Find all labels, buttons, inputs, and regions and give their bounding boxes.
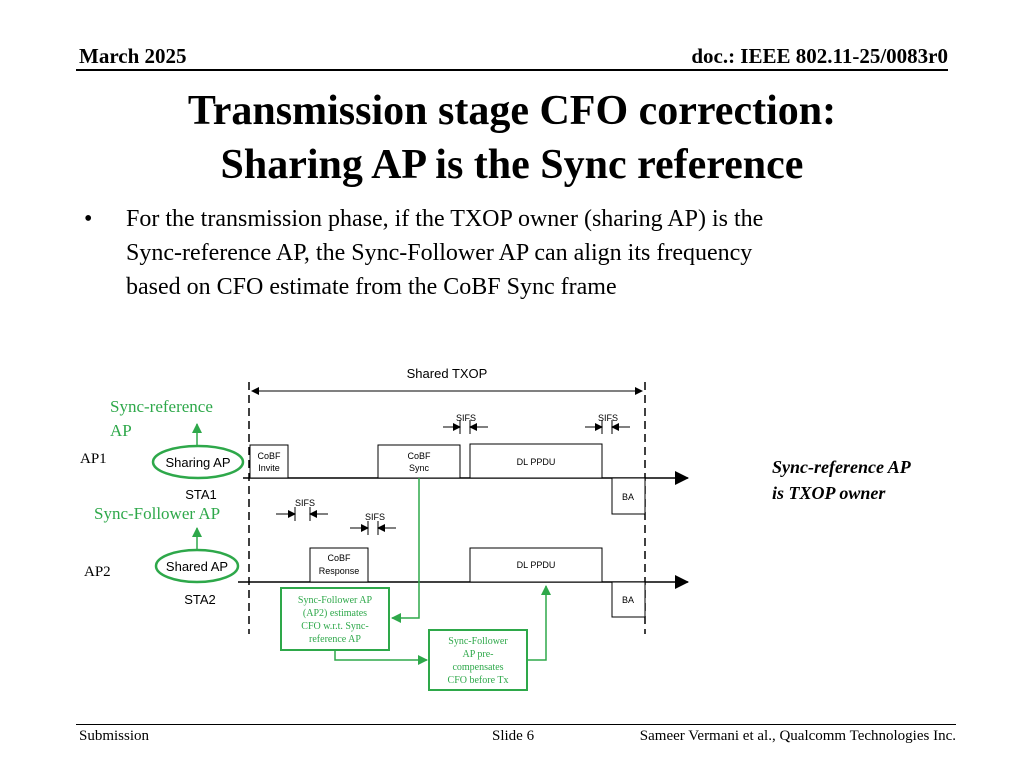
footer-authors: Sameer Vermani et al., Qualcomm Technolo… [639, 728, 956, 744]
sync-reference-label-line-1: Sync-reference [110, 397, 213, 416]
header-doc-id: doc.: IEEE 802.11-25/0083r0 [691, 44, 948, 68]
ba-label-sta1: BA [622, 492, 634, 502]
sifs-label-3: SIFS [295, 498, 315, 508]
sharing-ap-label: Sharing AP [165, 455, 230, 470]
dl-ppdu-label-ap1: DL PPDU [517, 457, 556, 467]
sifs-label-1: SIFS [456, 413, 476, 423]
sync-to-estimate-flow [391, 478, 420, 623]
sharing-ap-node [151, 444, 245, 480]
ap1-label: AP1 [80, 451, 107, 467]
sta2-label: STA2 [184, 592, 216, 607]
bullet-line-2: Sync-reference AP, the Sync-Follower AP … [126, 240, 753, 266]
ba-frame-sta1 [611, 477, 646, 515]
title-line-2: Sharing AP is the Sync reference [220, 142, 804, 188]
dl-ppdu-frame-ap1 [469, 443, 603, 479]
ap2-label: AP2 [84, 564, 111, 580]
bullet-line-1: For the transmission phase, if the TXOP … [126, 206, 764, 232]
footer-divider [76, 724, 956, 725]
dl-ppdu-frame-ap2 [469, 547, 603, 583]
cobf-response-frame [309, 547, 369, 583]
dl-ppdu-label-ap2: DL PPDU [517, 560, 556, 570]
slide-title: Transmission stage CFO correction: Shari… [0, 84, 1024, 192]
cobf-sync-line-2: Sync [409, 463, 430, 473]
header-divider [76, 69, 948, 71]
bullet-text: For the transmission phase, if the TXOP … [126, 202, 926, 304]
shared-txop-label: Shared TXOP [407, 366, 488, 381]
cobf-sync-line-1: CoBF [407, 451, 431, 461]
cfo-estimate-line-4: reference AP [309, 634, 361, 645]
cfo-precomp-note [428, 629, 528, 691]
cobf-sync-frame [377, 444, 461, 479]
shared-ap-node [154, 548, 240, 584]
cfo-precomp-line-3: compensates [452, 662, 503, 673]
footer-slide-number: Slide 6 [492, 728, 535, 744]
ba-label-sta2: BA [622, 595, 634, 605]
cfo-precomp-line-4: CFO before Tx [448, 675, 509, 686]
cobf-invite-line-1: CoBF [257, 451, 281, 461]
sync-reference-label-line-2: AP [110, 421, 132, 440]
ba-frame-sta2 [611, 581, 646, 618]
sync-follower-label: Sync-Follower AP [94, 504, 220, 523]
bullet-line-3: based on CFO estimate from the CoBF Sync… [126, 274, 617, 300]
cfo-estimate-line-2: (AP2) estimates [303, 608, 367, 619]
cfo-precomp-line-1: Sync-Follower [448, 636, 508, 647]
cfo-estimate-note [280, 587, 390, 651]
sifs-label-2: SIFS [598, 413, 618, 423]
cobf-invite-frame [249, 444, 289, 479]
cfo-precomp-line-2: AP pre- [462, 649, 493, 660]
shared-ap-label: Shared AP [166, 559, 228, 574]
footer-submission: Submission [79, 728, 150, 744]
estimate-to-precomp-flow [334, 650, 428, 665]
header-date: March 2025 [79, 44, 187, 68]
cobf-invite-line-2: Invite [258, 463, 280, 473]
precomp-to-dl-ppdu-flow [527, 585, 551, 661]
sta1-label: STA1 [185, 487, 217, 502]
cobf-response-line-1: CoBF [327, 553, 351, 563]
cfo-estimate-line-3: CFO w.r.t. Sync- [301, 621, 368, 632]
sifs-label-4: SIFS [365, 512, 385, 522]
owner-note-line-1: Sync-reference AP [772, 457, 912, 477]
cfo-estimate-line-1: Sync-Follower AP [298, 595, 373, 606]
title-line-1: Transmission stage CFO correction: [187, 88, 837, 134]
bullet-symbol: • [84, 206, 93, 232]
cobf-response-line-2: Response [319, 566, 360, 576]
owner-note-line-2: is TXOP owner [772, 483, 886, 503]
